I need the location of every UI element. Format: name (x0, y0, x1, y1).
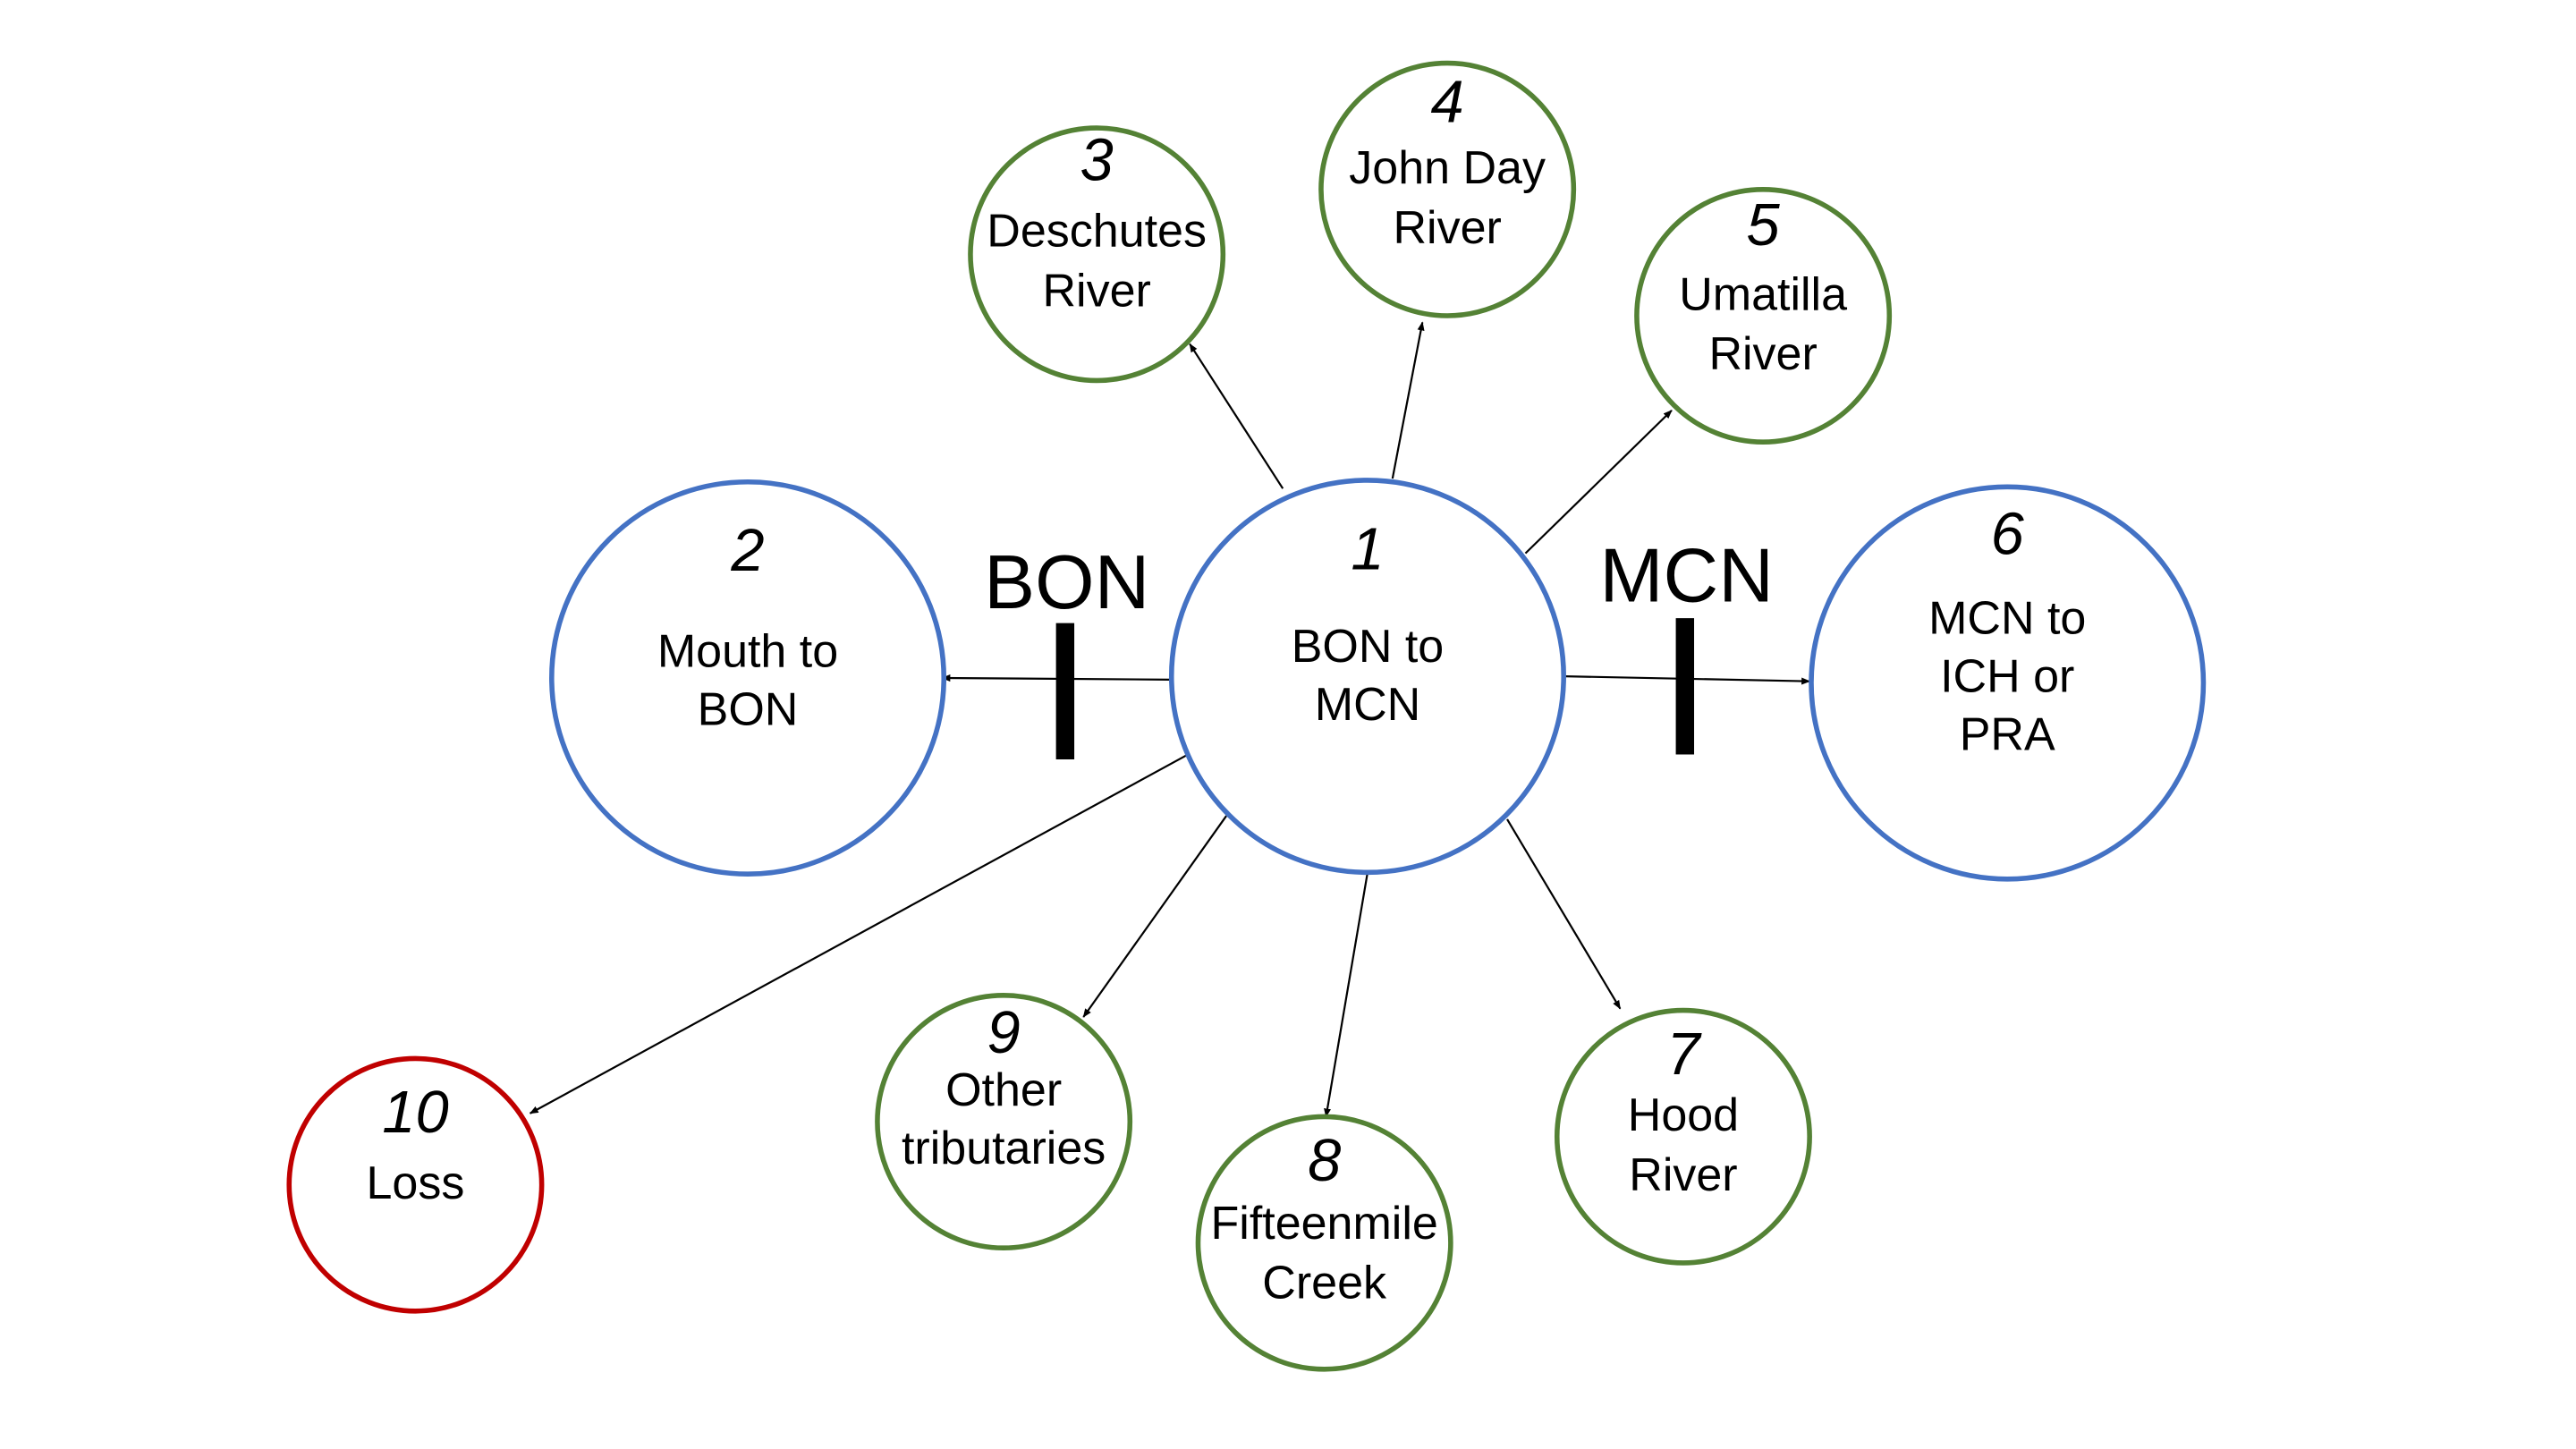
arrow-1-to-7 (1506, 818, 1622, 1010)
node-label-2-line-2: BON (698, 684, 799, 736)
node-label-6-line-3: PRA (1960, 709, 2055, 761)
node-label-4-line-1: John Day (1349, 142, 1546, 194)
node-label-8-line-1: Fifteenmile (1211, 1198, 1438, 1250)
node-circle-1 (1168, 478, 1566, 876)
node-circle-3 (968, 125, 1226, 384)
arrow-1-to-9 (1082, 815, 1227, 1018)
node-label-7-line-2: River (1629, 1149, 1737, 1201)
node-number-9: 9 (987, 999, 1021, 1066)
arrow-1-to-3 (1189, 343, 1284, 489)
node-circle-7 (1554, 1007, 1812, 1266)
arrow-1-to-8 (1324, 872, 1369, 1118)
node-label-10-line-1: Loss (367, 1157, 465, 1209)
node-circle-9 (875, 993, 1133, 1250)
node-number-2: 2 (730, 517, 764, 584)
node-label-2-line-1: Mouth to (657, 626, 838, 678)
node-label-5-line-2: River (1708, 328, 1817, 380)
node-number-10: 10 (382, 1079, 448, 1146)
dam-label-mcn: MCN (1599, 534, 1774, 619)
node-label-9-line-1: Other (945, 1064, 1062, 1116)
node-label-9-line-2: tributaries (902, 1123, 1106, 1174)
node-number-8: 8 (1308, 1127, 1341, 1194)
arrow-1-to-4 (1391, 321, 1425, 479)
arrow-1-to-5 (1524, 410, 1673, 555)
node-number-1: 1 (1351, 515, 1384, 582)
node-number-5: 5 (1747, 191, 1781, 258)
node-circle-10 (286, 1055, 545, 1314)
node-label-6-line-1: MCN to (1928, 593, 2086, 645)
node-number-4: 4 (1431, 69, 1464, 136)
node-circle-2 (549, 479, 947, 877)
node-circle-5 (1634, 187, 1893, 445)
node-circle-8 (1195, 1114, 1453, 1372)
node-label-3-line-1: Deschutes (987, 206, 1207, 258)
dam-layer: BON MCN (984, 534, 1774, 760)
node-number-3: 3 (1080, 127, 1114, 194)
node-circle-6 (1809, 484, 2207, 882)
node-label-3-line-2: River (1042, 266, 1150, 318)
node-number-7: 7 (1666, 1021, 1702, 1088)
node-label-1-line-1: BON to (1292, 621, 1445, 673)
arrow-1-to-10 (529, 753, 1189, 1114)
node-label-5-line-1: Umatilla (1679, 268, 1847, 320)
node-circle-4 (1318, 60, 1577, 318)
node-label-8-line-2: Creek (1262, 1258, 1387, 1309)
node-label-7-line-1: Hood (1628, 1089, 1739, 1141)
dam-label-bon: BON (984, 540, 1149, 625)
node-number-6: 6 (1991, 501, 2025, 568)
node-label-4-line-2: River (1393, 202, 1501, 254)
node-label-6-line-2: ICH or (1940, 651, 2074, 703)
node-label-1-line-2: MCN (1315, 679, 1420, 731)
